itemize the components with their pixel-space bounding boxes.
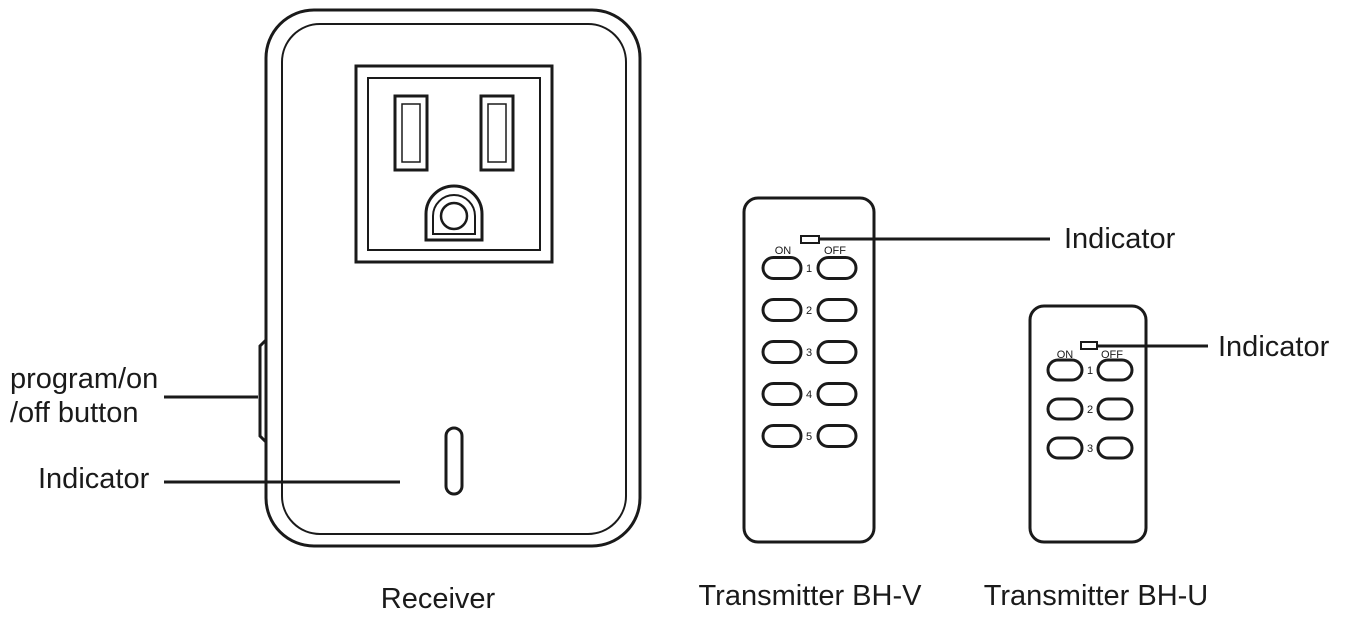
transmitter-v-on-button-3[interactable]	[761, 340, 803, 364]
transmitter-u-on-button-3[interactable]	[1046, 436, 1084, 460]
receiver-body-outer	[264, 8, 642, 548]
transmitter-v-channel-row: 4	[761, 382, 858, 406]
transmitter-u-body	[1028, 304, 1148, 544]
transmitter-v-on-label: ON	[775, 245, 792, 257]
transmitter-u-channel-number: 1	[1087, 365, 1093, 377]
transmitter-u-on-label: ON	[1057, 349, 1074, 361]
receiver-indicator-label: Indicator	[38, 463, 150, 495]
transmitter-v-off-button-2[interactable]	[816, 298, 858, 322]
transmitter-u-off-button-3[interactable]	[1096, 436, 1134, 460]
transmitter-v-indicator-label: Indicator	[1064, 223, 1176, 255]
program-button-label-line1: program/on	[10, 363, 158, 395]
transmitter-u-channel-row: 3	[1046, 436, 1134, 460]
transmitter-u-off-button-1[interactable]	[1096, 358, 1134, 382]
transmitter-v-title: Transmitter BH-V	[699, 580, 923, 612]
transmitter-u-off-button-2[interactable]	[1096, 397, 1134, 421]
transmitter-v-channel-row: 3	[761, 340, 858, 364]
transmitter-bh-u: Indicator ON OFF 1 2 3 Transmitter BH-U	[984, 304, 1330, 612]
transmitter-v-body	[742, 196, 876, 544]
transmitter-v-channel-number: 3	[806, 347, 812, 359]
outlet-slot-right	[479, 94, 515, 172]
transmitter-v-channel-number: 1	[806, 263, 812, 275]
transmitter-v-on-button-4[interactable]	[761, 382, 803, 406]
transmitter-v-channel-number: 5	[806, 431, 812, 443]
program-button-label-line2: /off button	[10, 397, 138, 429]
transmitter-v-off-button-1[interactable]	[816, 256, 858, 280]
transmitter-u-buttons: 1 2 3	[1046, 358, 1134, 460]
receiver-body-inner	[281, 23, 627, 535]
transmitter-v-channel-number: 2	[806, 305, 812, 317]
transmitter-v-indicator-led	[800, 235, 820, 244]
transmitter-u-on-button-1[interactable]	[1046, 358, 1084, 382]
transmitter-v-off-label: OFF	[824, 245, 846, 257]
transmitter-v-off-button-5[interactable]	[816, 424, 858, 448]
transmitter-v-channel-row: 2	[761, 298, 858, 322]
transmitter-u-title: Transmitter BH-U	[984, 580, 1209, 612]
transmitter-v-off-button-3[interactable]	[816, 340, 858, 364]
receiver-title: Receiver	[381, 583, 496, 615]
transmitter-u-indicator-label: Indicator	[1218, 331, 1330, 363]
transmitter-v-channel-number: 4	[806, 389, 812, 401]
transmitter-u-indicator-led	[1080, 341, 1098, 350]
transmitter-bh-v: Indicator ON OFF 1 2 3 4 5 Transmitter BH-V	[699, 196, 1176, 612]
transmitter-v-off-button-4[interactable]	[816, 382, 858, 406]
receiver-indicator-led	[444, 426, 464, 496]
receiver: program/on /off button Indicator Receive…	[10, 8, 642, 615]
transmitter-v-buttons: 1 2 3 4 5	[761, 256, 858, 448]
transmitter-u-channel-number: 2	[1087, 404, 1093, 416]
transmitter-v-on-button-1[interactable]	[761, 256, 803, 280]
transmitter-v-on-button-5[interactable]	[761, 424, 803, 448]
transmitter-u-channel-row: 2	[1046, 397, 1134, 421]
outlet-slot-left	[393, 94, 429, 172]
outlet-ground-hole	[424, 184, 484, 242]
transmitter-u-on-button-2[interactable]	[1046, 397, 1084, 421]
transmitter-u-channel-number: 3	[1087, 443, 1093, 455]
transmitter-v-channel-row: 1	[761, 256, 858, 280]
transmitter-v-channel-row: 5	[761, 424, 858, 448]
program-button[interactable]	[258, 338, 268, 444]
transmitter-u-off-label: OFF	[1101, 349, 1123, 361]
transmitter-u-channel-row: 1	[1046, 358, 1134, 382]
outlet-faceplate	[354, 64, 554, 264]
transmitter-v-on-button-2[interactable]	[761, 298, 803, 322]
